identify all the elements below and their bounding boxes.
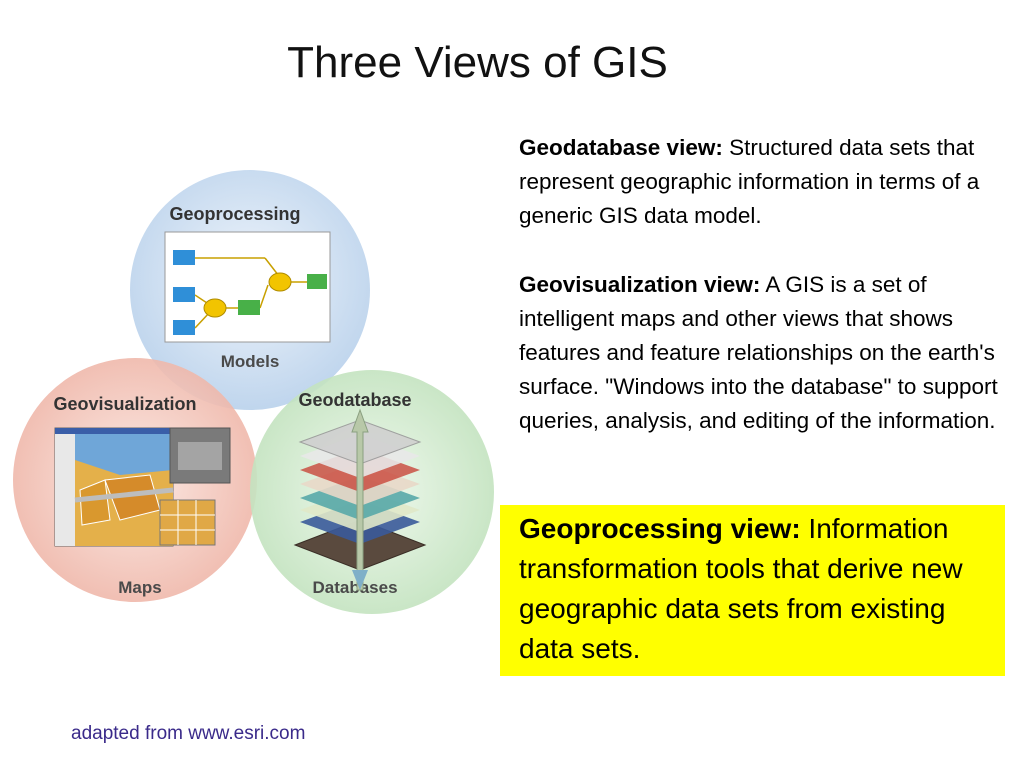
databases-label: Databases — [312, 578, 397, 597]
geodatabase-layers-illustration — [293, 408, 427, 591]
geoprocessing-view-text: Information transformation tools that de… — [519, 513, 963, 664]
models-label: Models — [221, 352, 280, 371]
geoprocessing-view-heading: Geoprocessing view: — [519, 513, 801, 544]
geoprocessing-view-highlight-box: Geoprocessing view: Information transfor… — [500, 505, 1005, 676]
geodatabase-view-text: Structured data sets that represent geog… — [519, 135, 980, 228]
geodatabase-view-heading: Geodatabase view: — [519, 135, 723, 160]
maps-label: Maps — [118, 578, 161, 597]
source-credit: adapted from www.esri.com — [71, 723, 306, 744]
geodatabase-circle-title: Geodatabase — [298, 390, 411, 410]
slide-title: Three Views of GIS — [287, 38, 668, 87]
geoprocessing-model-illustration — [164, 231, 331, 343]
geoprocessing-view-paragraph: Geoprocessing view: Information transfor… — [519, 509, 999, 669]
geovisualization-view-text: A GIS is a set of intelligent maps and o… — [519, 272, 998, 433]
geovisualization-map-illustration — [54, 427, 231, 547]
geovisualization-view-heading: Geovisualization view: — [519, 272, 761, 297]
three-views-venn-diagram: Geoprocessing Geovisualization Geodataba… — [13, 170, 494, 614]
geodatabase-view-paragraph: Geodatabase view: Structured data sets t… — [519, 131, 1009, 233]
geovisualization-view-paragraph: Geovisualization view: A GIS is a set of… — [519, 268, 1009, 438]
geoprocessing-circle-title: Geoprocessing — [169, 204, 300, 224]
geovisualization-circle-title: Geovisualization — [53, 394, 196, 414]
